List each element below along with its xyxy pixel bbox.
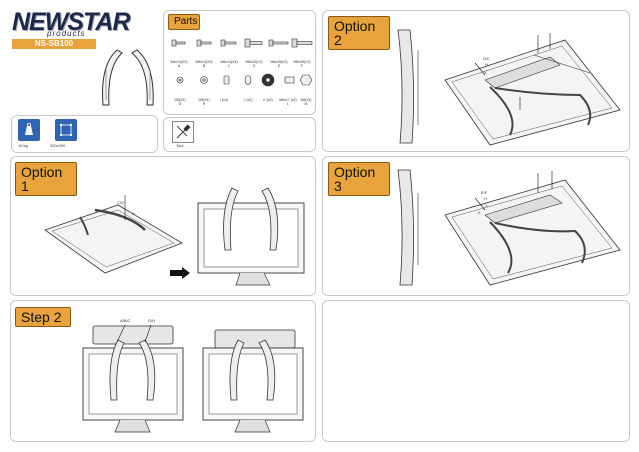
- option3-label-l: L: [486, 203, 489, 208]
- screw-b-label: M5x14(X2)B: [195, 60, 213, 69]
- bracket-illustration: [102, 49, 154, 106]
- screws-illustration: [171, 38, 313, 48]
- option1-label-h: H: [132, 211, 135, 216]
- option2-label-x: X: [484, 70, 487, 75]
- parts-title: Parts: [168, 14, 200, 30]
- screw-f-label: M8x35(X2)F: [293, 60, 311, 69]
- tool-label: Tool: [176, 143, 184, 148]
- washer-l-label: M6x17 (x2)L: [279, 98, 297, 107]
- option3-illustration: [397, 169, 621, 286]
- option1-label-cd: C/D: [117, 200, 124, 205]
- option3-title: Option 3: [328, 162, 390, 196]
- step2-illustration: [82, 324, 304, 433]
- option2-title: Option 2: [328, 16, 390, 50]
- option2-illustration: [397, 29, 621, 146]
- option2-label-h: H: [485, 62, 488, 67]
- weight-value: 10 kg: [18, 143, 28, 148]
- brand-logo: NEWSTAR: [12, 8, 131, 36]
- option3-label-k: K: [478, 210, 481, 215]
- washers-illustration: [176, 73, 313, 87]
- step2-title: Step 2: [15, 307, 71, 327]
- vesa-icon: [55, 119, 77, 141]
- washer-g-label: D5(X2)G: [174, 98, 186, 107]
- screw-e-label: M6x35(X2)E: [270, 60, 288, 69]
- empty-panel: [322, 300, 630, 442]
- option3-label-ef: E/F: [481, 190, 488, 195]
- step2-label-abc: A/B/C: [120, 318, 131, 323]
- screwdriver-icon: [172, 121, 194, 143]
- parts-panel: [163, 10, 316, 115]
- option1-title: Option 1: [15, 162, 77, 196]
- washer-h-label: D8(X4)H: [198, 98, 210, 107]
- option3-label-h: H: [484, 196, 487, 201]
- screw-d-label: M8x20(X2)D: [245, 60, 263, 69]
- washer-k-label: K (x2): [263, 98, 273, 102]
- option2-label-dc: D/C: [483, 56, 490, 61]
- vesa-value: 200x200: [50, 143, 66, 148]
- washer-j-label: J (x2): [243, 98, 253, 102]
- brand-logo-sub: products: [47, 29, 86, 38]
- screw-c-label: M6x14(X4)C: [220, 60, 238, 69]
- washer-i-label: I (x4): [220, 98, 228, 102]
- option1-illustration: [44, 187, 305, 286]
- washer-m-label: M6(x2)M: [300, 98, 312, 107]
- step2-label-gh: G/H: [148, 318, 156, 323]
- model-label: NS-SB100: [12, 39, 96, 49]
- weight-icon: [18, 119, 40, 141]
- screw-a-label: M4x14(X2)A: [170, 60, 188, 69]
